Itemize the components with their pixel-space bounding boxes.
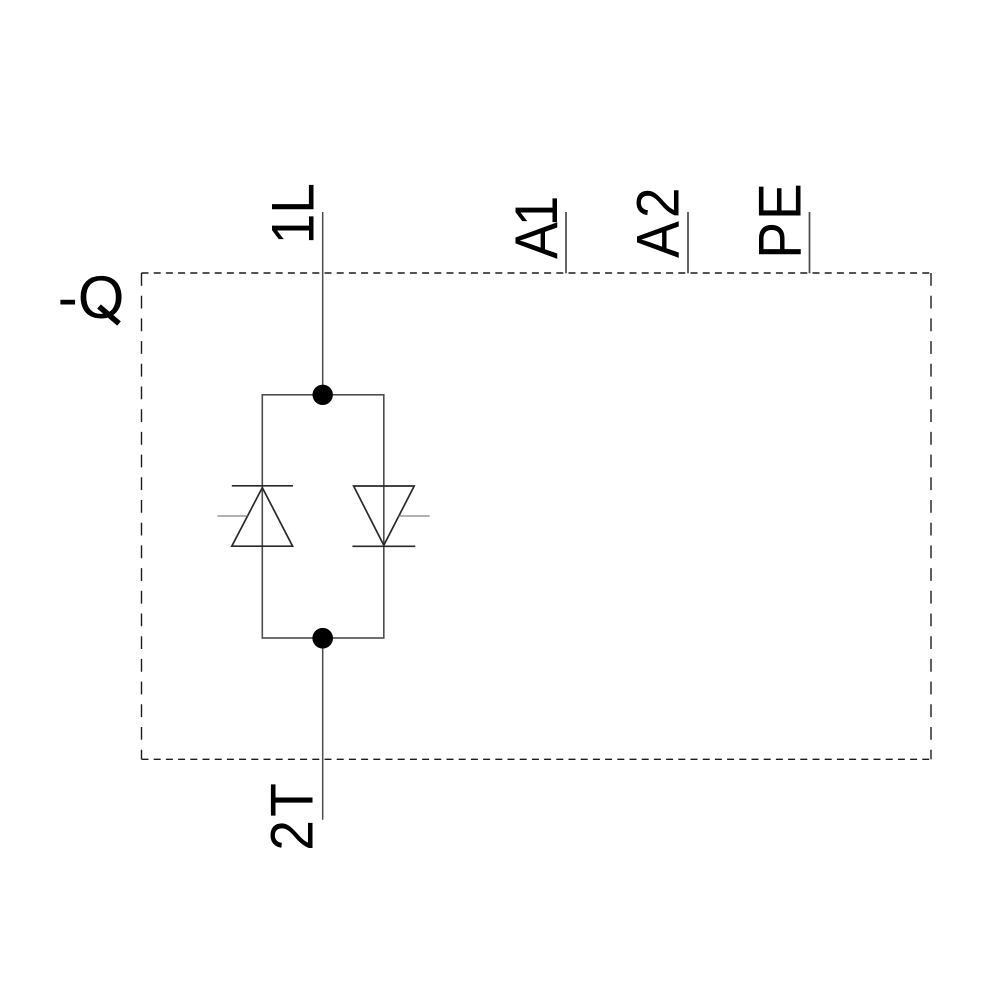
svg-text:PE: PE [747, 181, 814, 259]
svg-text:A2: A2 [625, 184, 692, 258]
svg-text:2T: 2T [259, 780, 326, 851]
svg-text:1L: 1L [260, 183, 327, 244]
svg-text:A1: A1 [504, 198, 571, 259]
